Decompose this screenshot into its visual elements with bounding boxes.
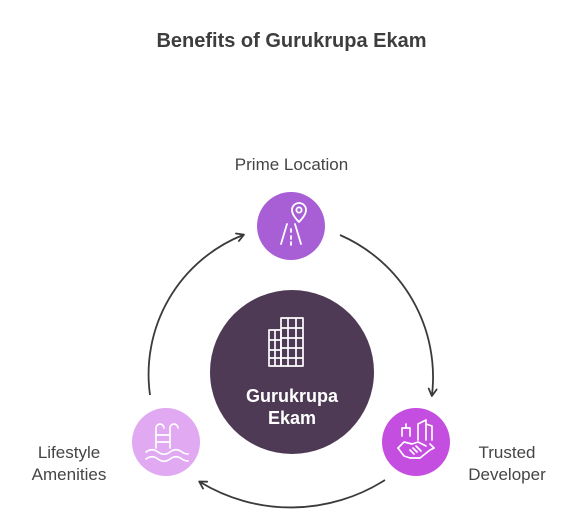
center-label: Gurukrupa Ekam [210,385,374,429]
lifestyle-amenities-label-line2: Amenities [31,465,107,484]
center-hub: Gurukrupa Ekam [210,290,374,454]
trusted-developer-label-line2: Developer [468,465,546,484]
arrow-amenities-to-location [147,232,245,396]
road-location-pin-icon [280,202,307,246]
lifestyle-amenities-node [132,408,200,476]
diagram-title: Benefits of Gurukrupa Ekam [156,30,427,52]
lifestyle-amenities-label-line1: Lifestyle [37,443,101,462]
prime-location-node [257,192,325,260]
center-label-line2: Ekam [267,408,317,428]
trusted-developer-label-line1: Trusted [478,443,536,462]
prime-location-label: Prime Location [234,155,349,174]
center-label-line1: Gurukrupa [245,386,338,406]
building-icon [268,317,304,367]
lifestyle-amenities-label: Lifestyle Amenities [14,442,124,486]
trusted-developer-label: Trusted Developer [452,442,562,486]
arrow-location-to-developer [339,234,438,397]
swimming-pool-icon [145,423,189,463]
trusted-developer-node [382,408,450,476]
handshake-city-icon [397,419,435,459]
arrow-developer-to-amenities [198,479,386,509]
